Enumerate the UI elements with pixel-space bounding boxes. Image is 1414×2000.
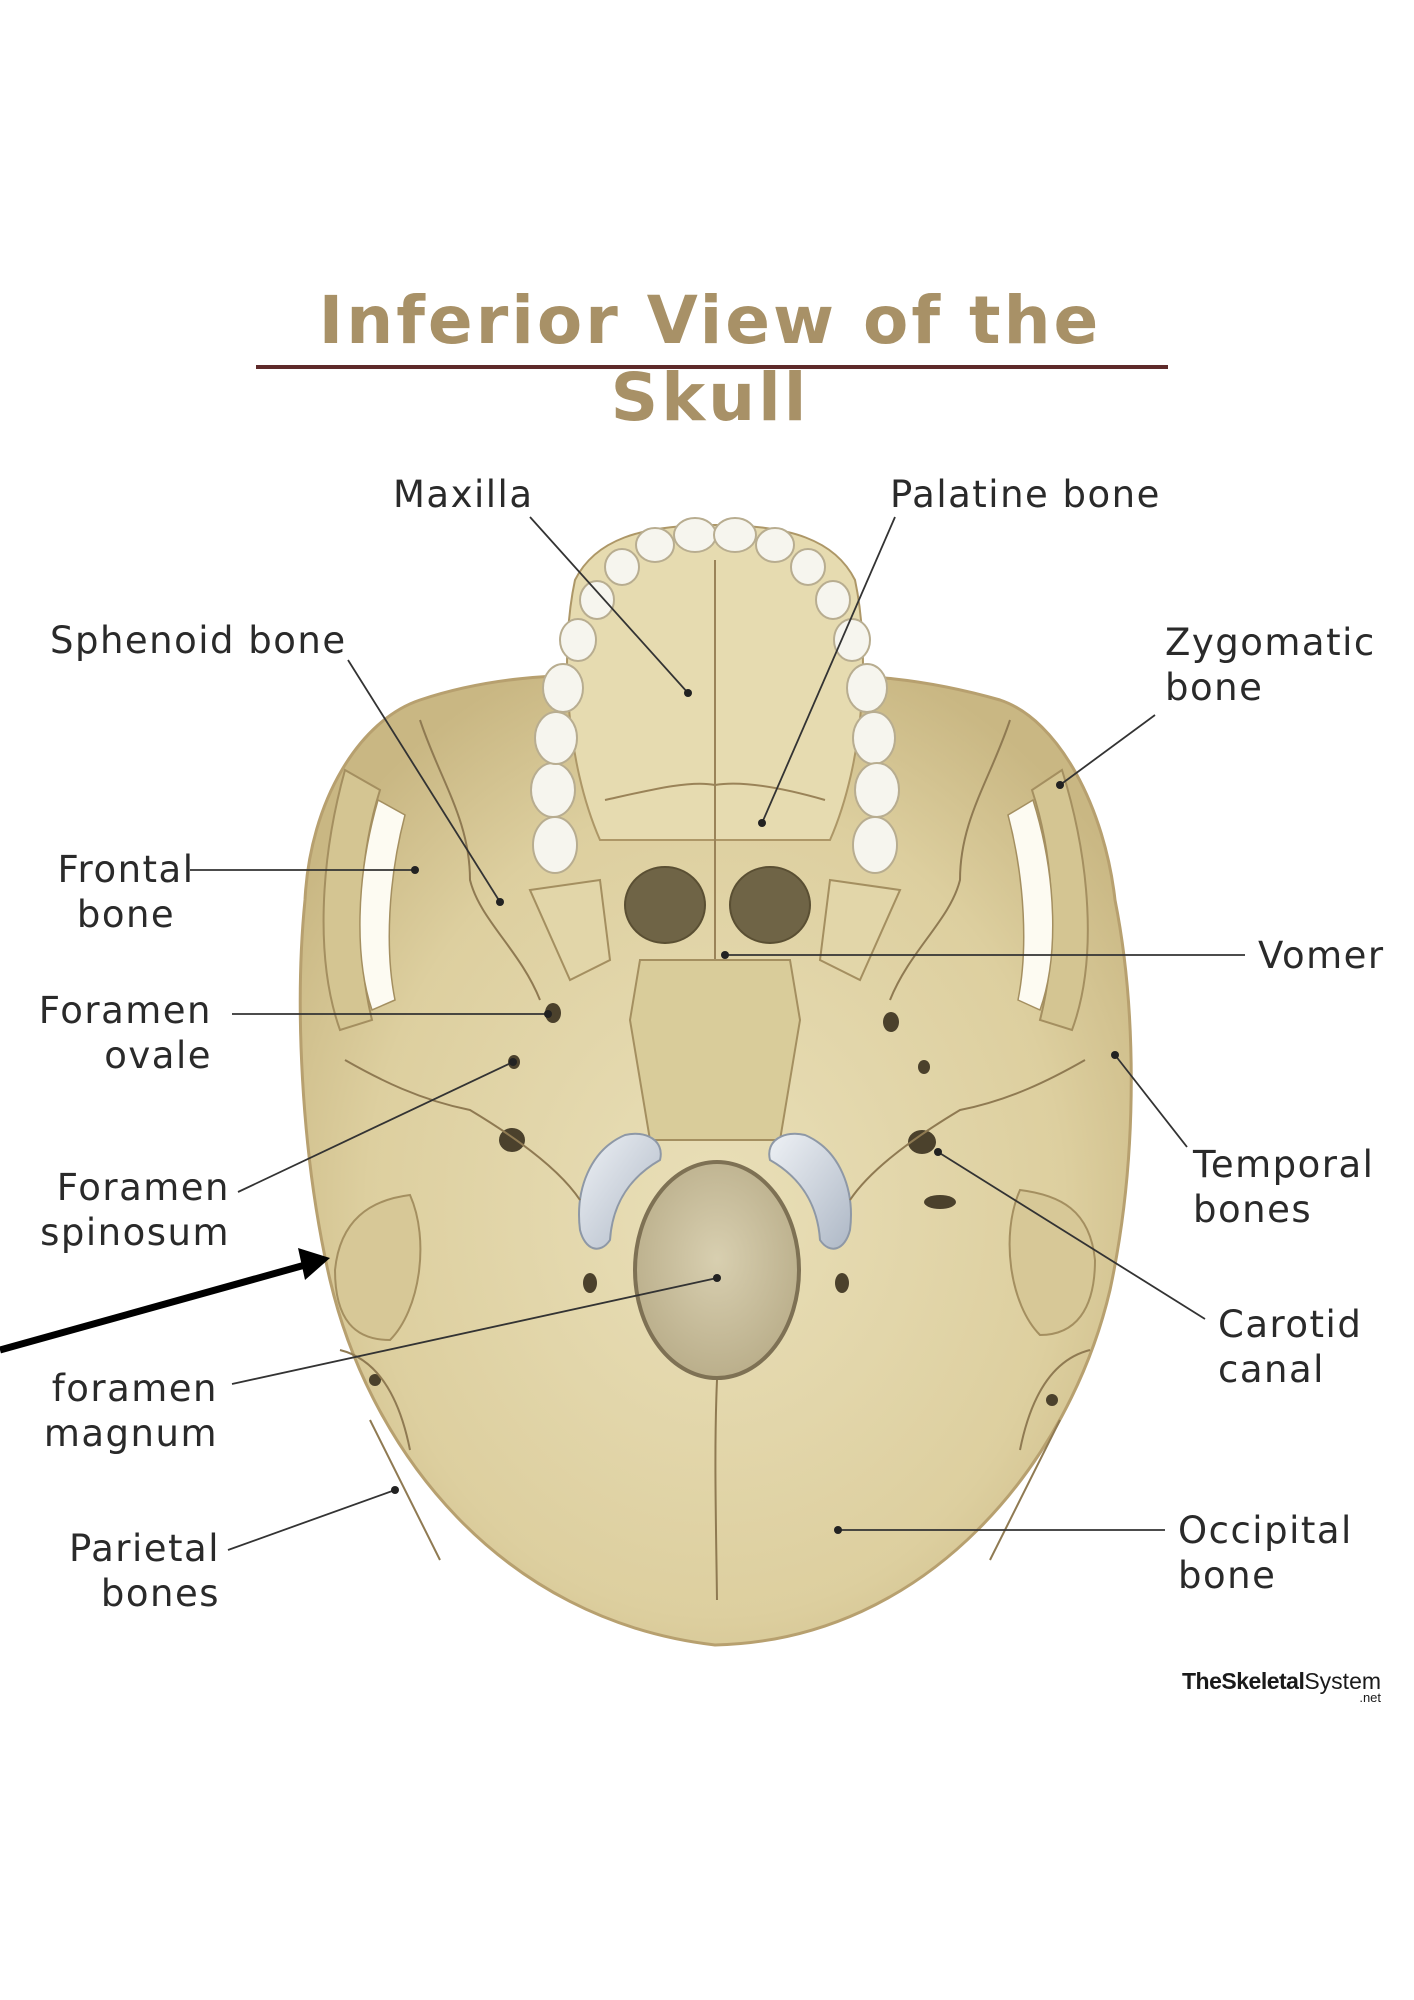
- temporal-right: [1008, 1188, 1097, 1337]
- occipital-condyle-left: [578, 1132, 662, 1250]
- leader-temporal: [1114, 1054, 1188, 1148]
- leader-sphenoid: [347, 659, 501, 903]
- title-underline: [256, 365, 1168, 369]
- choana-left: [624, 866, 706, 944]
- foramina: [369, 1003, 1058, 1406]
- annotation-arrow: [0, 1248, 330, 1354]
- leader-foramen-magnum: [231, 1277, 718, 1385]
- watermark: TheSkeletalSystem .net: [1182, 1668, 1382, 1705]
- orbit-cavity-left: [359, 798, 406, 1012]
- page-title: Inferior View of the Skull: [318, 282, 1102, 436]
- leader-palatine: [761, 516, 896, 824]
- pterygoid-left: [528, 878, 612, 982]
- sutures: [339, 719, 1091, 1601]
- leader-foramen-spinosum: [237, 1061, 514, 1193]
- label-vomer: Vomer: [1258, 934, 1385, 977]
- label-sphenoid-bone: Sphenoid bone: [50, 619, 347, 662]
- foramen-magnum-shape: [633, 1160, 801, 1380]
- label-palatine-bone: Palatine bone: [890, 473, 1161, 516]
- transverse-palatine-suture: [604, 782, 826, 801]
- teeth-row: [530, 517, 900, 874]
- label-maxilla: Maxilla: [393, 473, 534, 516]
- leader-parietal: [227, 1489, 396, 1551]
- choana-right: [729, 866, 811, 944]
- occipital-condyle-right: [768, 1132, 852, 1250]
- leader-carotid: [937, 1151, 1206, 1320]
- orbit-cavity-right: [1007, 798, 1054, 1012]
- temporal-left: [333, 1193, 422, 1342]
- leader-zygomatic: [1059, 714, 1156, 786]
- leader-maxilla: [529, 516, 689, 694]
